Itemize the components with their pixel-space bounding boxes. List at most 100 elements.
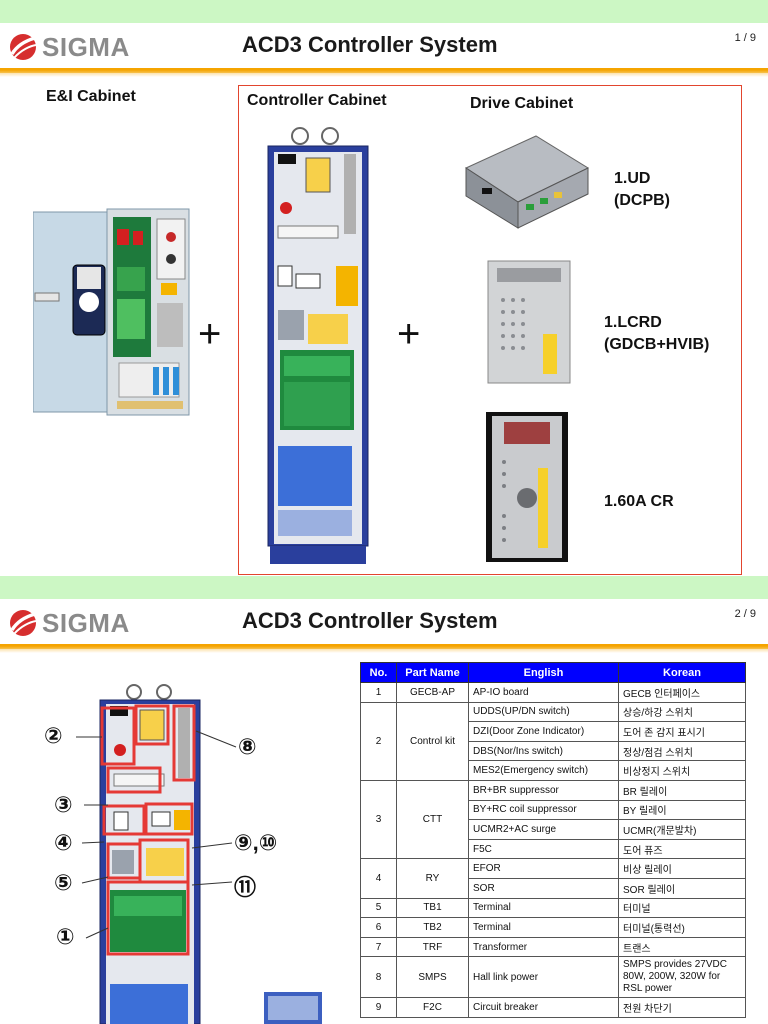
header-divider	[0, 68, 768, 73]
slide-2: SIGMA ACD3 Controller System 2 / 9	[0, 576, 768, 1024]
table-row: 7 TRF Transformer 트랜스	[360, 936, 746, 958]
table-row: 5 TB1 Terminal 터미널	[360, 897, 746, 919]
cell-no: 9	[360, 997, 397, 1018]
cell-part: RY	[396, 858, 469, 899]
drive-label-1-line1: 1.UD	[614, 170, 651, 187]
cell-ko: 비상 릴레이	[618, 858, 746, 879]
table-row: DBS(Nor/Ins switch) 정상/점검 스위치	[361, 740, 746, 762]
cell-ko: SMPS provides 27VDC 80W, 200W, 320W for …	[618, 956, 746, 999]
cell-ko: 터미널(통력선)	[618, 917, 746, 938]
cell-no: 3	[360, 779, 397, 860]
col-header-part-name: Part Name	[396, 662, 469, 683]
page-title: ACD3 Controller System	[242, 32, 498, 57]
cell-en: DZI(Door Zone Indicator)	[468, 721, 619, 742]
table-row: 9 F2C Circuit breaker 전원 차단기	[360, 997, 746, 1018]
cell-en: BR+BR suppressor	[468, 779, 619, 801]
cell-no: 6	[360, 917, 397, 938]
slide-header: SIGMA ACD3 Controller System 1 / 9	[0, 23, 768, 71]
cell-part: TB2	[396, 917, 469, 938]
callout-leaders	[76, 730, 237, 939]
controller-drive-frame	[238, 85, 742, 575]
cell-ko: BR 릴레이	[618, 779, 746, 801]
table-row: 6 TB2 Terminal 터미널(통력선)	[360, 917, 746, 938]
cell-en: BY+RC coil suppressor	[468, 799, 619, 821]
drive-label-3-line1: 1.60A CR	[604, 493, 674, 510]
controller-cabinet-diagram	[99, 684, 201, 1024]
brand-name: SIGMA	[42, 31, 130, 62]
drive-label-2: 1.LCRD (GDCB+HVIB)	[604, 312, 709, 356]
table-header-row: No. Part Name English Korean	[360, 662, 746, 683]
sigma-logo-icon	[10, 610, 37, 636]
slide-1: SIGMA ACD3 Controller System 1 / 9 E&I C…	[0, 0, 768, 576]
cell-ko: 트랜스	[618, 936, 746, 958]
col-header-english: English	[468, 662, 619, 683]
page-number: 1 / 9	[734, 32, 756, 44]
table-row: F5C 도어 퓨즈	[361, 838, 746, 860]
plus-sign-1: +	[198, 312, 222, 356]
cell-no: 1	[360, 682, 397, 703]
sigma-logo: SIGMA	[8, 31, 130, 62]
header-divider-shadow	[0, 73, 768, 77]
table-row: 1 GECB-AP AP-IO board GECB 인터페이스	[360, 682, 746, 703]
ud-dcpb-image	[464, 135, 590, 229]
cell-no: 5	[360, 897, 397, 919]
header-divider-shadow	[0, 649, 768, 653]
table-row: UCMR2+AC surge UCMR(개문발차)	[361, 819, 746, 840]
cell-en: Transformer	[468, 936, 619, 958]
cell-en: Hall link power	[468, 956, 619, 999]
cell-ko: GECB 인터페이스	[618, 682, 746, 703]
drive-label-1-line2: (DCPB)	[614, 192, 670, 209]
cell-en: Terminal	[468, 917, 619, 938]
sigma-logo-icon	[10, 34, 37, 60]
cell-part: F2C	[396, 997, 469, 1018]
drive-cabinet-label: Drive Cabinet	[470, 95, 574, 112]
cell-en: Circuit breaker	[468, 997, 619, 1018]
top-band	[0, 576, 768, 599]
cell-part: Control kit	[396, 701, 469, 781]
cell-ko: 도어 퓨즈	[618, 838, 746, 860]
callout-8: ⑧	[238, 734, 257, 759]
page-title: ACD3 Controller System	[242, 608, 498, 633]
cell-en: UCMR2+AC surge	[468, 819, 619, 840]
cell-part: TRF	[396, 936, 469, 958]
cr-60a-image	[486, 412, 568, 562]
callout-2: ②	[44, 723, 63, 748]
cell-ko: BY 릴레이	[618, 799, 746, 821]
col-header-korean: Korean	[618, 662, 746, 683]
ei-cabinet-image	[33, 208, 190, 416]
drive-label-1: 1.UD (DCPB)	[614, 168, 670, 212]
cell-no: 2	[360, 701, 397, 781]
cell-no: 4	[360, 858, 397, 899]
cell-en: SOR	[468, 877, 619, 899]
plus-sign-2: +	[397, 312, 421, 356]
cell-ko: 터미널	[618, 897, 746, 919]
cell-en: Terminal	[468, 897, 619, 919]
cell-ko: SOR 릴레이	[618, 877, 746, 899]
cell-no: 8	[360, 956, 397, 999]
cell-en: UDDS(UP/DN switch)	[468, 701, 619, 723]
cell-ko: 전원 차단기	[618, 997, 746, 1018]
cell-en: EFOR	[468, 858, 619, 879]
cell-en: MES2(Emergency switch)	[468, 760, 619, 781]
top-band	[0, 0, 768, 23]
ei-cabinet-label: E&I Cabinet	[46, 88, 136, 105]
callout-11: ⑪	[234, 875, 257, 900]
table-row: 4 RY EFOR 비상 릴레이	[360, 858, 746, 899]
cell-ko: 정상/점검 스위치	[618, 740, 746, 762]
table-row: BY+RC coil suppressor BY 릴레이	[361, 799, 746, 821]
controller-cabinet-label: Controller Cabinet	[247, 92, 387, 109]
col-header-no: No.	[360, 662, 397, 683]
callout-5: ⑤	[54, 870, 73, 895]
callout-1: ①	[56, 924, 75, 949]
table-row: 2 Control kit UDDS(UP/DN switch) 상승/하강 스…	[360, 701, 746, 781]
cell-ko: UCMR(개문발차)	[618, 819, 746, 840]
page-number: 2 / 9	[734, 608, 756, 620]
terminal-block-image	[264, 992, 322, 1024]
cell-no: 7	[360, 936, 397, 958]
lcrd-image	[487, 260, 571, 384]
cell-part: SMPS	[396, 956, 469, 999]
cell-part: TB1	[396, 897, 469, 919]
cell-en: AP-IO board	[468, 682, 619, 703]
brand-name: SIGMA	[42, 607, 130, 638]
drive-label-2-line2: (GDCB+HVIB)	[604, 336, 710, 353]
